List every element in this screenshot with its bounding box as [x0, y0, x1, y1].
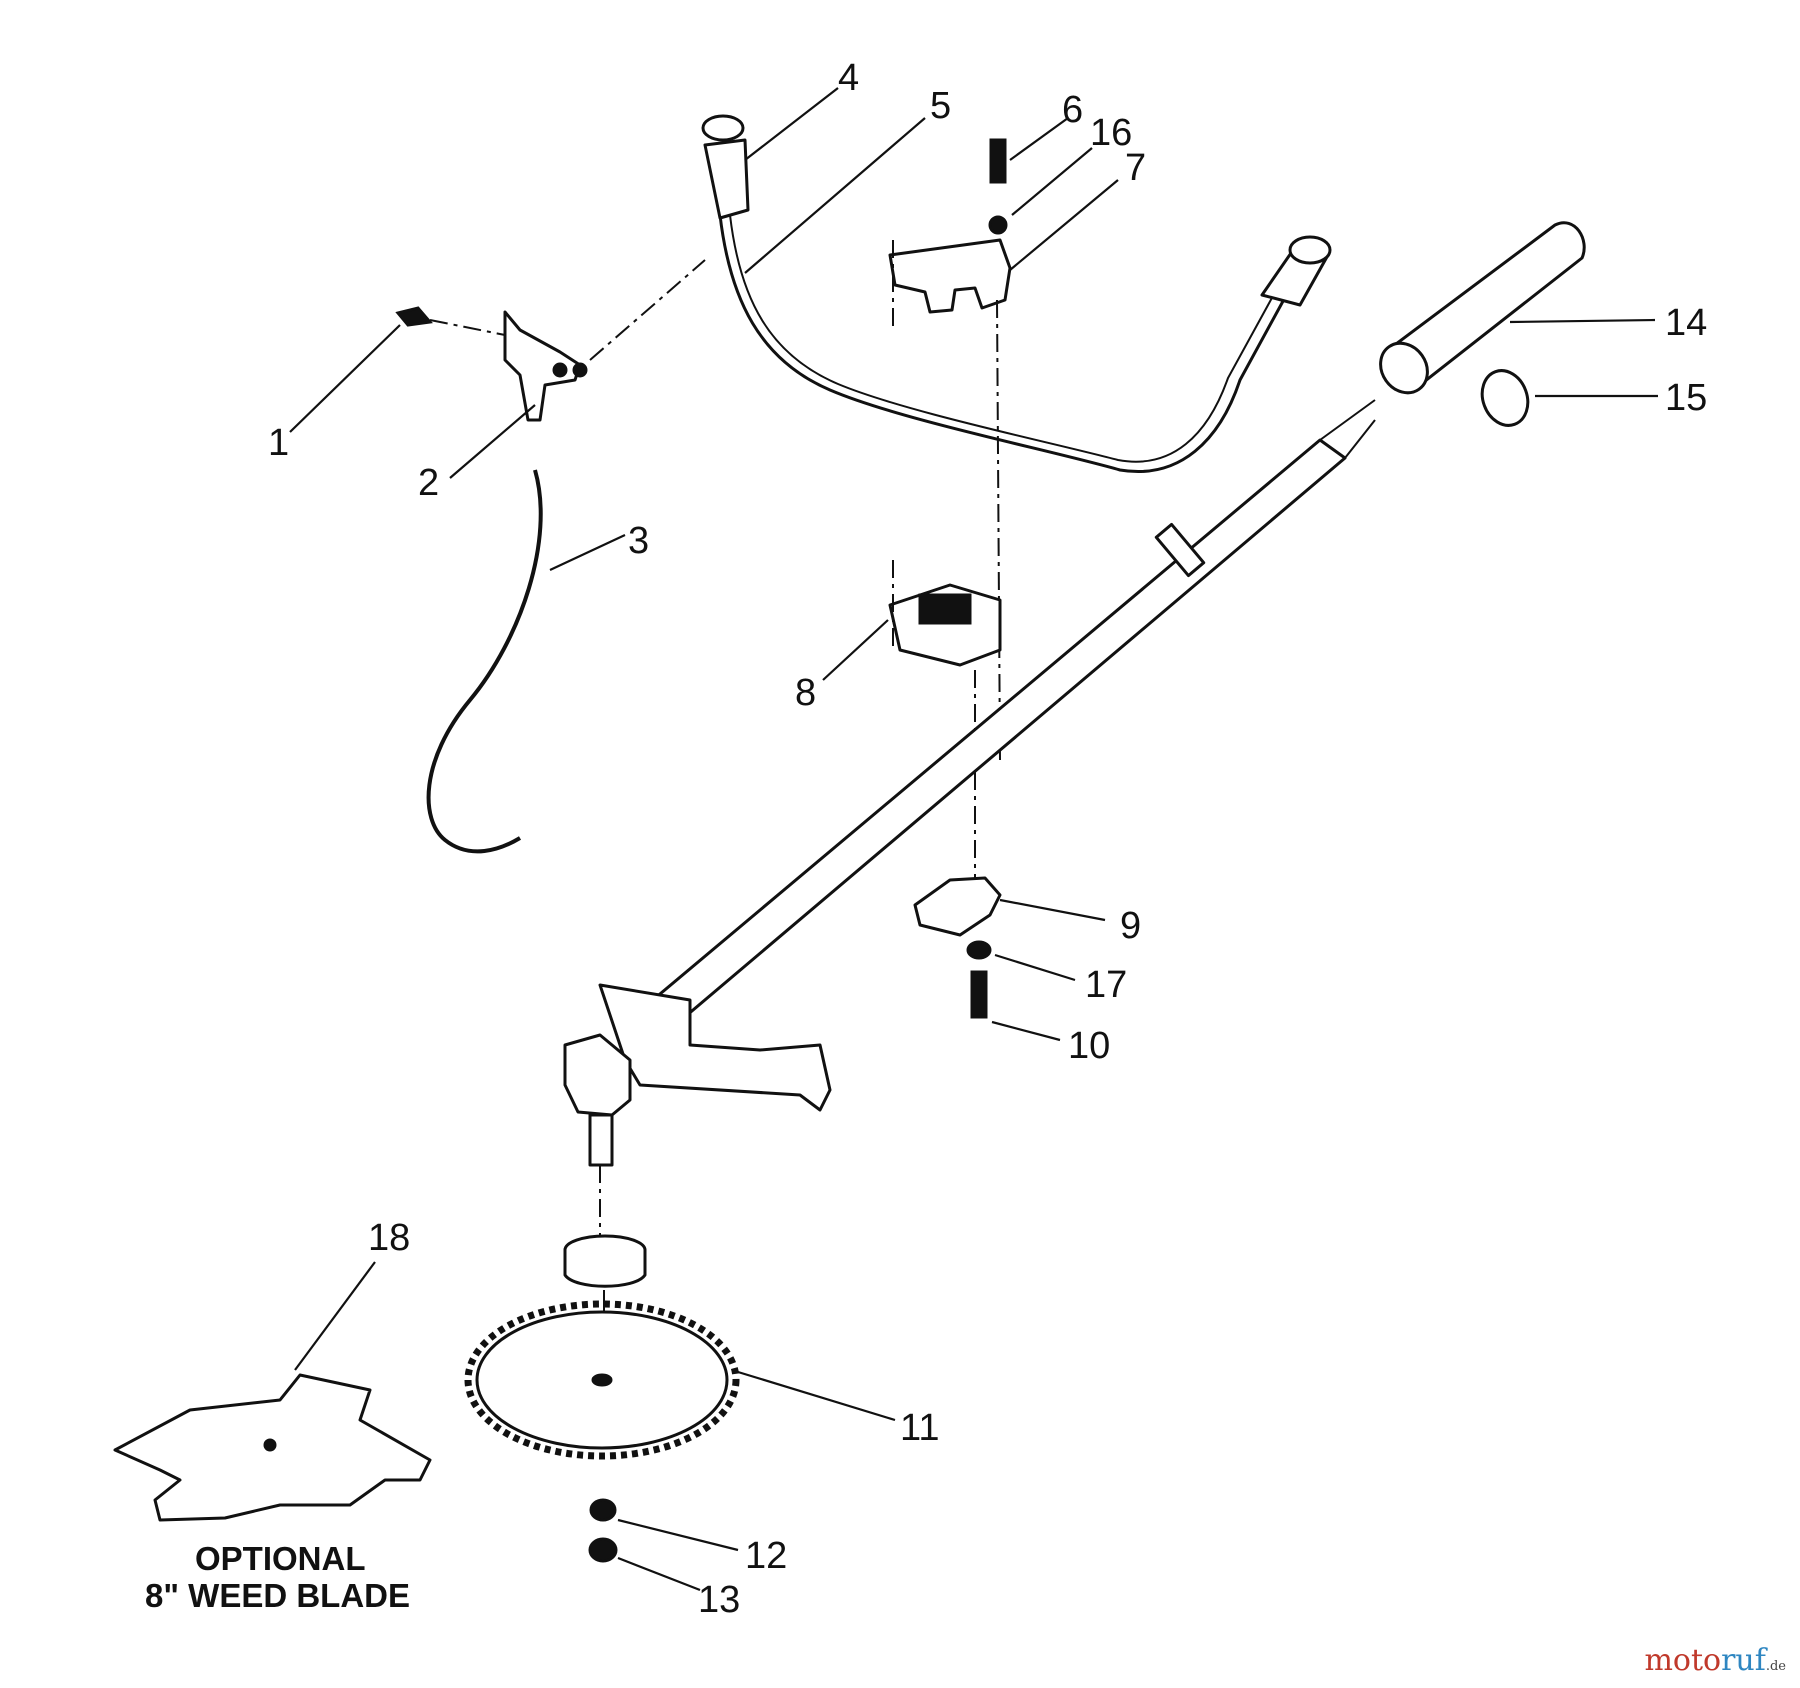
washer-16	[988, 215, 1008, 235]
grip-tube-14	[1379, 221, 1586, 395]
caption-optional: OPTIONAL	[195, 1540, 366, 1577]
washer-17	[966, 940, 992, 960]
callout-1: 1	[268, 422, 289, 464]
callout-5: 5	[930, 85, 951, 127]
hose-clamp-15	[1480, 369, 1530, 427]
watermark-part1: moto	[1644, 1643, 1722, 1678]
leader-lines	[289, 87, 1658, 1592]
left-grip-cap	[701, 114, 745, 142]
callout-11: 11	[900, 1407, 939, 1449]
drive-shaft	[633, 399, 1376, 1040]
callout-10: 10	[1068, 1025, 1110, 1067]
left-grip	[703, 138, 750, 220]
center-line-lever	[589, 259, 706, 361]
watermark-part3: .de	[1765, 1659, 1786, 1674]
nut-13	[588, 1537, 618, 1563]
nut-12	[589, 1498, 617, 1522]
callout-15: 15	[1665, 377, 1707, 419]
callout-7: 7	[1125, 147, 1146, 189]
callout-8: 8	[795, 672, 816, 714]
callout-9: 9	[1120, 905, 1141, 947]
weed-blade-18	[113, 1373, 432, 1522]
callout-12: 12	[745, 1535, 787, 1577]
callout-13: 13	[698, 1579, 740, 1621]
callout-2: 2	[418, 462, 439, 504]
callout-numbers: 1 2 3 4 5 6 16 7 14 15 8 9 17 10 18 11 1…	[268, 57, 1707, 1621]
saw-blade-11	[464, 1300, 740, 1460]
throttle-cable	[426, 469, 543, 854]
bolt-6	[989, 138, 1007, 184]
callout-6: 6	[1062, 89, 1083, 131]
center-line-clamp	[996, 299, 1001, 761]
bolt-10	[970, 970, 988, 1019]
callout-18: 18	[368, 1217, 410, 1259]
cup-washer	[563, 1234, 647, 1288]
callout-14: 14	[1665, 302, 1707, 344]
gearbox	[563, 1033, 632, 1117]
handle-bar	[701, 114, 1332, 473]
callout-3: 3	[628, 520, 649, 562]
caption-weed-blade: 8" WEED BLADE	[145, 1577, 410, 1614]
watermark-logo: motoruf.de	[1644, 1643, 1786, 1678]
lower-clamp	[888, 583, 1002, 667]
callout-4: 4	[838, 57, 859, 99]
throttle-lever	[503, 310, 588, 422]
watermark-part2: ruf	[1721, 1643, 1766, 1678]
cutting-head	[563, 983, 832, 1167]
right-grip-cap	[1288, 235, 1332, 265]
upper-clamp	[888, 238, 1012, 314]
callout-16: 16	[1090, 112, 1132, 154]
knob-9	[913, 876, 1002, 937]
callout-17: 17	[1085, 964, 1127, 1006]
screw-1	[395, 306, 506, 336]
